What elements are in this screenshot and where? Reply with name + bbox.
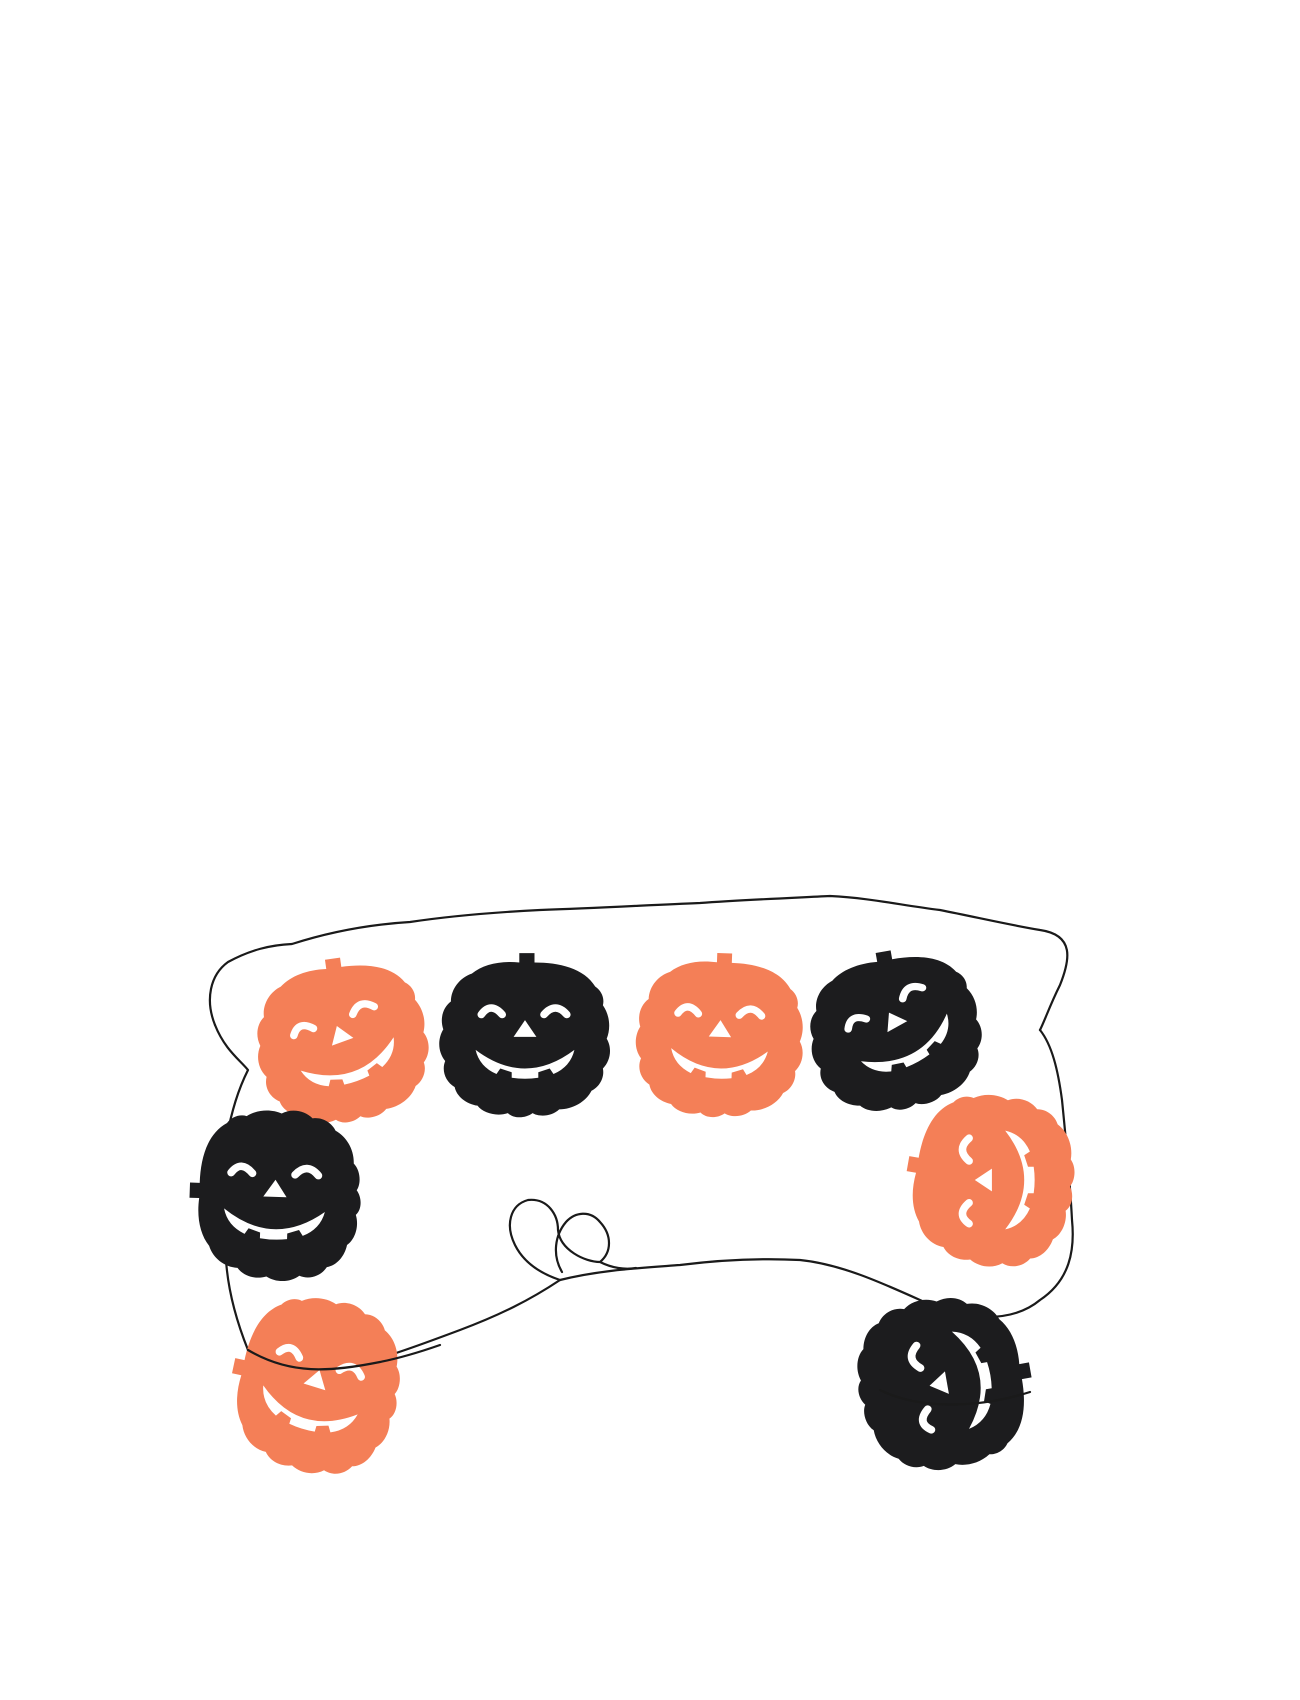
garland-string (208, 894, 1069, 1032)
garland-string (878, 1388, 1032, 1406)
pumpkin-cutout-orange (245, 947, 438, 1134)
pumpkin-cutout-black (186, 1107, 364, 1284)
garland-string (246, 1343, 442, 1371)
garland-string-knot (508, 1198, 638, 1282)
pumpkin-cutout-orange (215, 1282, 416, 1489)
pumpkin-cutout-orange (892, 1081, 1088, 1280)
pumpkin-cutout-orange (633, 950, 807, 1121)
pumpkin-cutout-black (439, 953, 611, 1118)
pumpkin-cutout-black (796, 937, 993, 1124)
